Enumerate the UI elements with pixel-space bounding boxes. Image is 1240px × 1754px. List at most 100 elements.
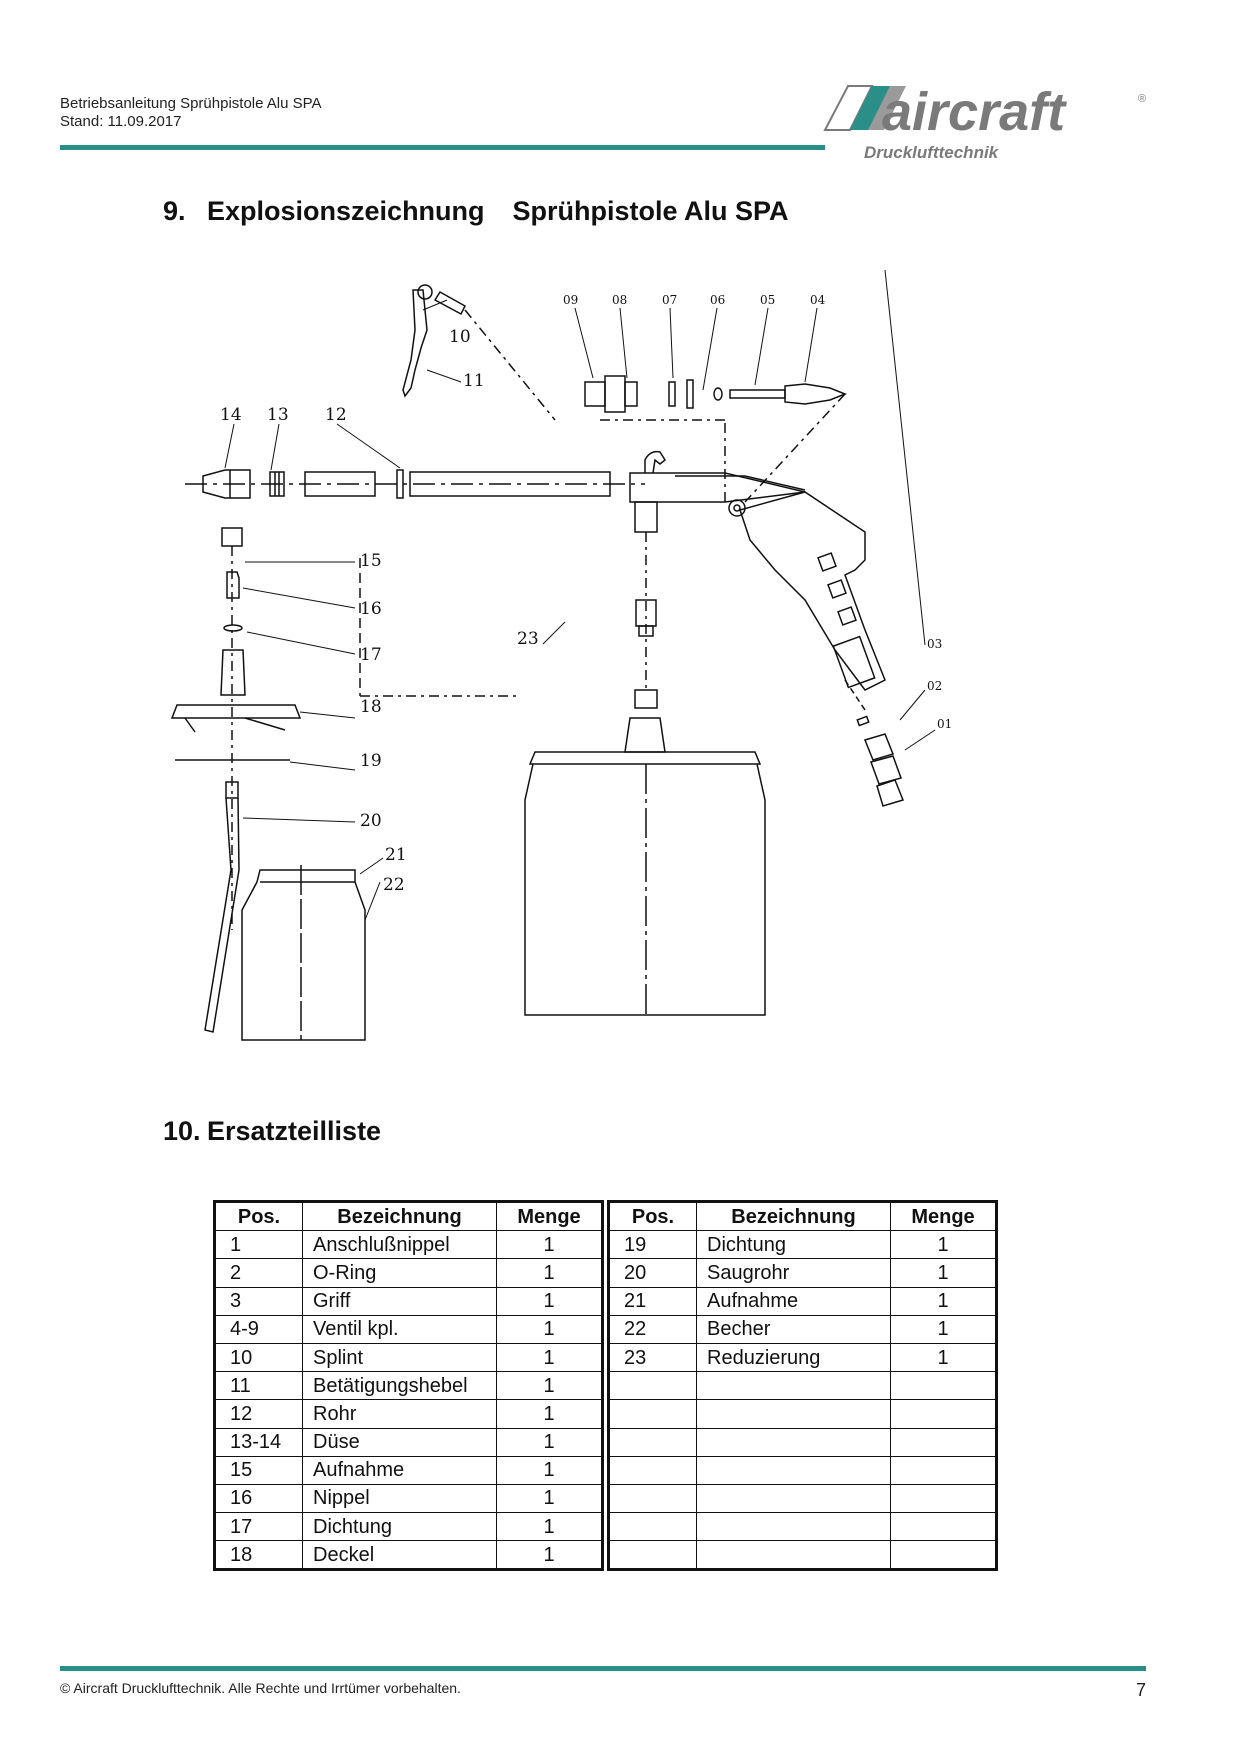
cell-name: Dichtung	[302, 1512, 497, 1542]
callout-04: 04	[810, 293, 826, 307]
cell-name: Betätigungshebel	[302, 1371, 497, 1401]
cell-pos: 4-9	[214, 1314, 303, 1344]
cell-pos: 21	[608, 1286, 697, 1316]
cell-pos: 10	[214, 1342, 303, 1373]
cell-pos: 1	[214, 1230, 303, 1260]
cell-name: Aufnahme	[696, 1286, 891, 1316]
callout-02: 02	[927, 679, 942, 693]
cell-name: Saugrohr	[696, 1258, 891, 1288]
header-text: Betriebsanleitung Sprühpistole Alu SPA S…	[60, 95, 322, 131]
callout-19: 19	[360, 751, 382, 771]
header-name: Bezeichnung	[302, 1200, 497, 1232]
cell-qty: 1	[496, 1455, 603, 1485]
cell-name: O-Ring	[302, 1258, 497, 1288]
cell-qty	[890, 1427, 997, 1457]
cell-pos: 12	[214, 1399, 303, 1429]
cell-qty	[890, 1483, 997, 1514]
cell-pos: 15	[214, 1455, 303, 1485]
header-rule	[60, 145, 825, 150]
cell-name: Anschlußnippel	[302, 1230, 497, 1260]
callout-23: 23	[517, 629, 539, 649]
cell-qty	[890, 1371, 997, 1401]
cell-name: Splint	[302, 1342, 497, 1373]
cell-qty	[890, 1399, 997, 1429]
logo-brand: aircraft	[882, 82, 1067, 142]
cell-qty: 1	[496, 1314, 603, 1344]
cell-pos: 18	[214, 1540, 303, 1571]
cell-name: Rohr	[302, 1399, 497, 1429]
callout-21: 21	[385, 845, 407, 865]
cell-name	[696, 1540, 891, 1571]
callout-05: 05	[760, 293, 775, 307]
cell-name: Reduzierung	[696, 1342, 891, 1373]
cell-name	[696, 1399, 891, 1429]
callout-10: 10	[449, 327, 471, 347]
table-row	[608, 1399, 997, 1429]
cell-pos	[608, 1371, 697, 1401]
cell-name	[696, 1512, 891, 1542]
cell-qty: 1	[890, 1314, 997, 1344]
table-row	[608, 1540, 997, 1571]
callout-06: 06	[710, 293, 725, 307]
callout-16: 16	[360, 599, 382, 619]
cell-qty: 1	[496, 1427, 603, 1457]
table-row	[608, 1427, 997, 1457]
cell-qty: 1	[890, 1258, 997, 1288]
cell-qty: 1	[496, 1540, 603, 1571]
table-row	[608, 1483, 997, 1514]
cell-qty: 1	[890, 1230, 997, 1260]
footer-copyright: © Aircraft Drucklufttechnik. Alle Rechte…	[60, 1680, 461, 1696]
cell-qty: 1	[890, 1286, 997, 1316]
callout-11: 11	[463, 371, 485, 391]
logo-mark	[823, 85, 906, 131]
cell-name: Deckel	[302, 1540, 497, 1571]
cell-qty: 1	[496, 1286, 603, 1316]
cell-pos: 2	[214, 1258, 303, 1288]
table-row	[608, 1371, 997, 1401]
cell-name	[696, 1455, 891, 1485]
callout-03: 03	[927, 637, 942, 651]
cell-pos: 19	[608, 1230, 697, 1260]
cell-qty: 1	[496, 1399, 603, 1429]
cell-pos: 11	[214, 1371, 303, 1401]
cell-name: Aufnahme	[302, 1455, 497, 1485]
header-pos: Pos.	[214, 1200, 303, 1232]
cell-qty	[890, 1455, 997, 1485]
exploded-view-drawing: 09 08 07 06 05 04 10 11 14 13 12 15 16 1…	[170, 270, 952, 1041]
cell-name: Becher	[696, 1314, 891, 1344]
cell-pos: 13-14	[214, 1427, 303, 1457]
callout-08: 08	[612, 293, 627, 307]
cell-name	[696, 1427, 891, 1457]
section-9-title-a: Explosionszeichnung	[207, 196, 485, 226]
cell-pos: 22	[608, 1314, 697, 1344]
manual-title: Betriebsanleitung Sprühpistole Alu SPA	[60, 95, 322, 112]
cell-pos	[608, 1540, 697, 1571]
section-9-number: 9.	[163, 196, 186, 226]
section-10-title: Ersatzteilliste	[207, 1116, 382, 1146]
cell-qty: 1	[890, 1342, 997, 1373]
callout-09: 09	[563, 293, 578, 307]
table-row	[608, 1512, 997, 1542]
cell-name: Düse	[302, 1427, 497, 1457]
cell-qty: 1	[496, 1512, 603, 1542]
header-qty: Menge	[890, 1200, 997, 1232]
cell-qty: 1	[496, 1342, 603, 1373]
cell-qty: 1	[496, 1371, 603, 1401]
cell-name	[696, 1483, 891, 1514]
callout-22: 22	[383, 875, 405, 895]
cell-pos: 23	[608, 1342, 697, 1373]
